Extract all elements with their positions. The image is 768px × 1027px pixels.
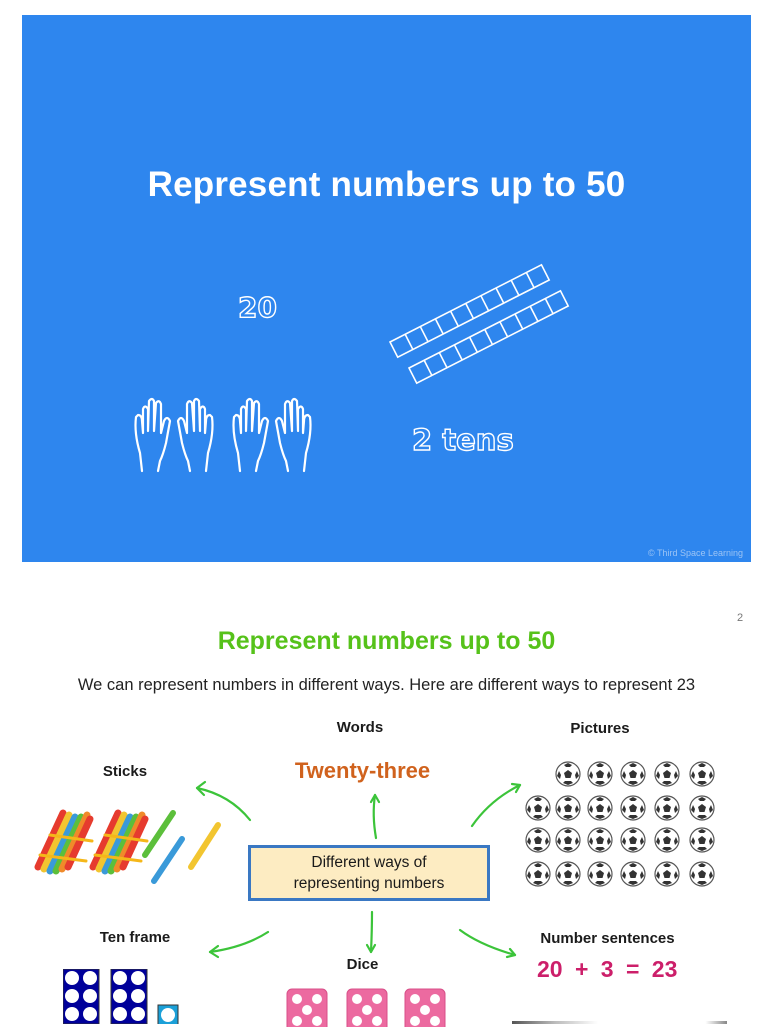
partial-image-edge	[512, 1021, 727, 1024]
ten-frame-picture	[63, 969, 179, 1024]
ten-frame-label: Ten frame	[99, 929, 171, 946]
dice-label: Dice	[346, 956, 379, 973]
center-box-line1: Different ways of	[311, 854, 427, 871]
number-sentence: 20 + 3 = 23	[537, 956, 678, 982]
dice-picture	[286, 988, 446, 1027]
sticks-picture	[34, 809, 221, 884]
intro-text: We can represent numbers in different wa…	[77, 676, 696, 694]
two-tens-label: 2 tens	[411, 422, 514, 457]
center-box-line2: representing numbers	[293, 875, 445, 892]
football-pictures	[525, 761, 715, 887]
page-number: 2	[737, 612, 744, 624]
words-label: Words	[336, 719, 384, 736]
title-slide: Represent numbers up to 50 20 2 te	[22, 15, 751, 562]
sticks-label: Sticks	[102, 763, 148, 780]
number-twenty-label: 20	[237, 290, 277, 324]
number-sentences-label: Number sentences	[540, 930, 675, 947]
hands-icon	[134, 397, 312, 473]
copyright-text: © Third Space Learning	[647, 548, 743, 558]
words-value: Twenty-three	[294, 758, 431, 783]
center-concept-box: Different ways of representing numbers	[248, 845, 490, 901]
slide-title: Represent numbers up to 50	[217, 627, 556, 655]
ten-strip-icon	[388, 263, 570, 385]
slide-title: Represent numbers up to 50	[147, 165, 626, 204]
pictures-label: Pictures	[570, 720, 630, 737]
